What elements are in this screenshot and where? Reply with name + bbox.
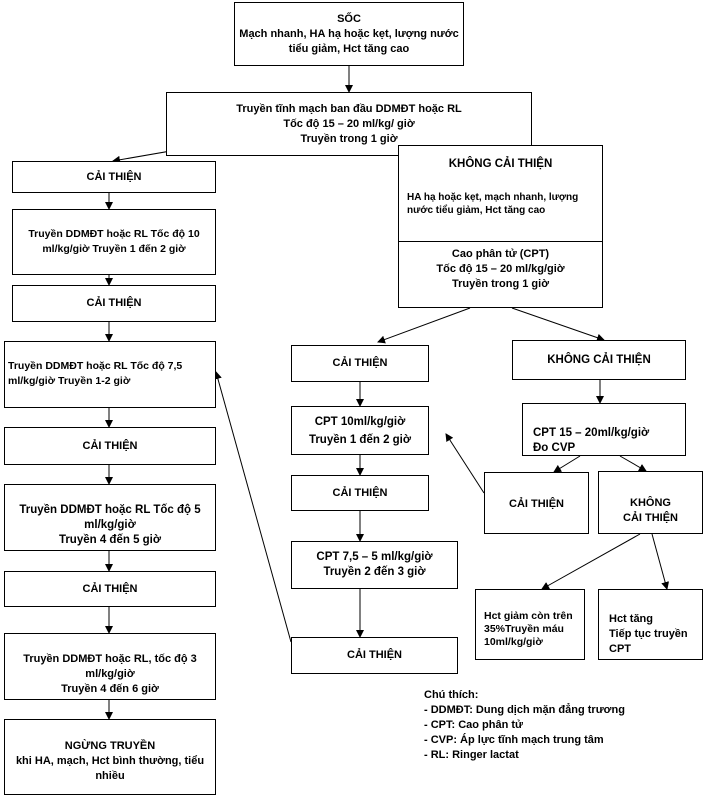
continue-colloid-text: Hct tăng Tiếp tục truyền CPT (609, 613, 688, 655)
left-improved-box-4: CẢI THIỆN (4, 571, 216, 607)
left-improved-text-4: CẢI THIỆN (82, 582, 138, 595)
left-improved-text-3: CẢI THIỆN (82, 439, 138, 452)
left-infusion-box-3: Truyền DDMĐT hoặc RL, tốc độ 3 ml/kg/giờ… (4, 633, 216, 700)
right-improved-text: CẢI THIỆN (509, 498, 564, 510)
left-improved-box-3: CẢI THIỆN (4, 427, 216, 465)
colloid-7-5-box: CPT 7,5 – 5 ml/kg/giờ Truyền 2 đến 3 giờ (291, 541, 458, 589)
left-improved-box-2: CẢI THIỆN (12, 285, 216, 322)
left-infusion-text-7-5: Truyền DDMĐT hoặc RL Tốc độ 7,5 ml/kg/gi… (8, 360, 183, 387)
right-not-improved-text-2: KHÔNG CẢI THIỆN (623, 497, 678, 524)
continue-colloid-box: Hct tăng Tiếp tục truyền CPT (598, 589, 703, 660)
stop-infusion-text: NGỪNG TRUYỀN khi HA, mạch, Hct bình thườ… (15, 740, 205, 782)
legend-item-cvp: - CVP: Áp lực tĩnh mạch trung tâm (424, 734, 604, 746)
legend: Chú thích: - DDMĐT: Dung dịch mặn đẳng t… (424, 688, 700, 763)
legend-item-cpt: - CPT: Cao phân tử (424, 719, 524, 731)
not-improved-title: KHÔNG CẢI THIỆN (448, 158, 553, 170)
not-improved-desc: HA hạ hoặc kẹt, mạch nhanh, lượng nước t… (407, 192, 579, 216)
colloid-10-text: CPT 10ml/kg/giờ Truyền 1 đến 2 giờ (308, 415, 412, 446)
mid-improved-box-3: CẢI THIỆN (291, 637, 458, 674)
arrow-R2-to-R3 (553, 455, 581, 473)
right-not-improved-box-2: KHÔNG CẢI THIỆN (598, 471, 703, 534)
left-infusion-box-5: Truyền DDMĐT hoặc RL Tốc độ 5 ml/kg/giờ … (4, 484, 216, 551)
left-infusion-text-10: Truyền DDMĐT hoặc RL Tốc độ 10 ml/kg/giờ… (28, 228, 200, 255)
legend-item-rl: - RL: Ringer lactat (424, 749, 519, 761)
blood-transfusion-box: Hct giảm còn trên 35%Truyền máu 10ml/kg/… (475, 589, 585, 660)
left-infusion-text-3: Truyền DDMĐT hoặc RL, tốc độ 3 ml/kg/giờ… (23, 653, 197, 695)
arrow-R4-to-R5 (541, 533, 641, 590)
arrow-R3-to-M2 (445, 433, 485, 494)
shock-box: SỐC Mạch nhanh, HA hạ hoặc kẹt, lượng nư… (234, 2, 464, 66)
left-improved-text-1: CẢI THIỆN (86, 170, 142, 183)
left-improved-box-1: CẢI THIỆN (12, 161, 216, 193)
left-infusion-box-10: Truyền DDMĐT hoặc RL Tốc độ 10 ml/kg/giờ… (12, 209, 216, 275)
right-not-improved-box: KHÔNG CẢI THIỆN (512, 340, 686, 380)
mid-improved-box-2: CẢI THIỆN (291, 475, 429, 511)
arrow-R2-to-R4 (619, 455, 647, 472)
legend-item-ddmdt: - DDMĐT: Dung dịch mặn đẳng trương (424, 704, 625, 716)
colloid-cvp-text: CPT 15 – 20ml/kg/giờ Đo CVP (533, 427, 650, 454)
arrow-cpt-to-M1 (377, 307, 471, 344)
left-infusion-box-7-5: Truyền DDMĐT hoặc RL Tốc độ 7,5 ml/kg/gi… (4, 341, 216, 408)
panel-divider (399, 241, 602, 242)
mid-improved-text-1: CẢI THIỆN (332, 357, 388, 369)
arrow-M5-to-L4 (214, 371, 292, 643)
mid-improved-box-1: CẢI THIỆN (291, 345, 429, 382)
not-improved-panel: KHÔNG CẢI THIỆN HA hạ hoặc kẹt, mạch nha… (398, 145, 603, 308)
left-improved-text-2: CẢI THIỆN (86, 297, 142, 309)
right-not-improved-text: KHÔNG CẢI THIỆN (547, 353, 651, 366)
arrow-R4-to-R6 (651, 533, 670, 590)
mid-improved-text-3: CẢI THIỆN (347, 649, 402, 661)
shock-text: SỐC Mạch nhanh, HA hạ hoặc kẹt, lượng nư… (239, 12, 459, 55)
right-improved-box: CẢI THIỆN (484, 472, 589, 534)
mid-improved-text-2: CẢI THIỆN (332, 486, 388, 499)
blood-transfusion-text: Hct giảm còn trên 35%Truyền máu 10ml/kg/… (484, 610, 573, 648)
stop-infusion-box: NGỪNG TRUYỀN khi HA, mạch, Hct bình thườ… (4, 719, 216, 795)
colloid-10-box: CPT 10ml/kg/giờ Truyền 1 đến 2 giờ (291, 406, 429, 455)
colloid-text: Cao phân tử (CPT) Tốc độ 15 – 20 ml/kg/g… (436, 248, 565, 290)
left-infusion-text-5: Truyền DDMĐT hoặc RL Tốc độ 5 ml/kg/giờ … (19, 504, 201, 546)
colloid-7-5-text: CPT 7,5 – 5 ml/kg/giờ Truyền 2 đến 3 giờ (316, 551, 433, 578)
initial-infusion-text: Truyền tĩnh mạch ban đầu DDMĐT hoặc RL T… (236, 102, 462, 145)
legend-title: Chú thích: (424, 689, 479, 701)
arrow-cpt-to-R1 (511, 307, 605, 342)
colloid-cvp-box: CPT 15 – 20ml/kg/giờ Đo CVP (522, 403, 686, 456)
